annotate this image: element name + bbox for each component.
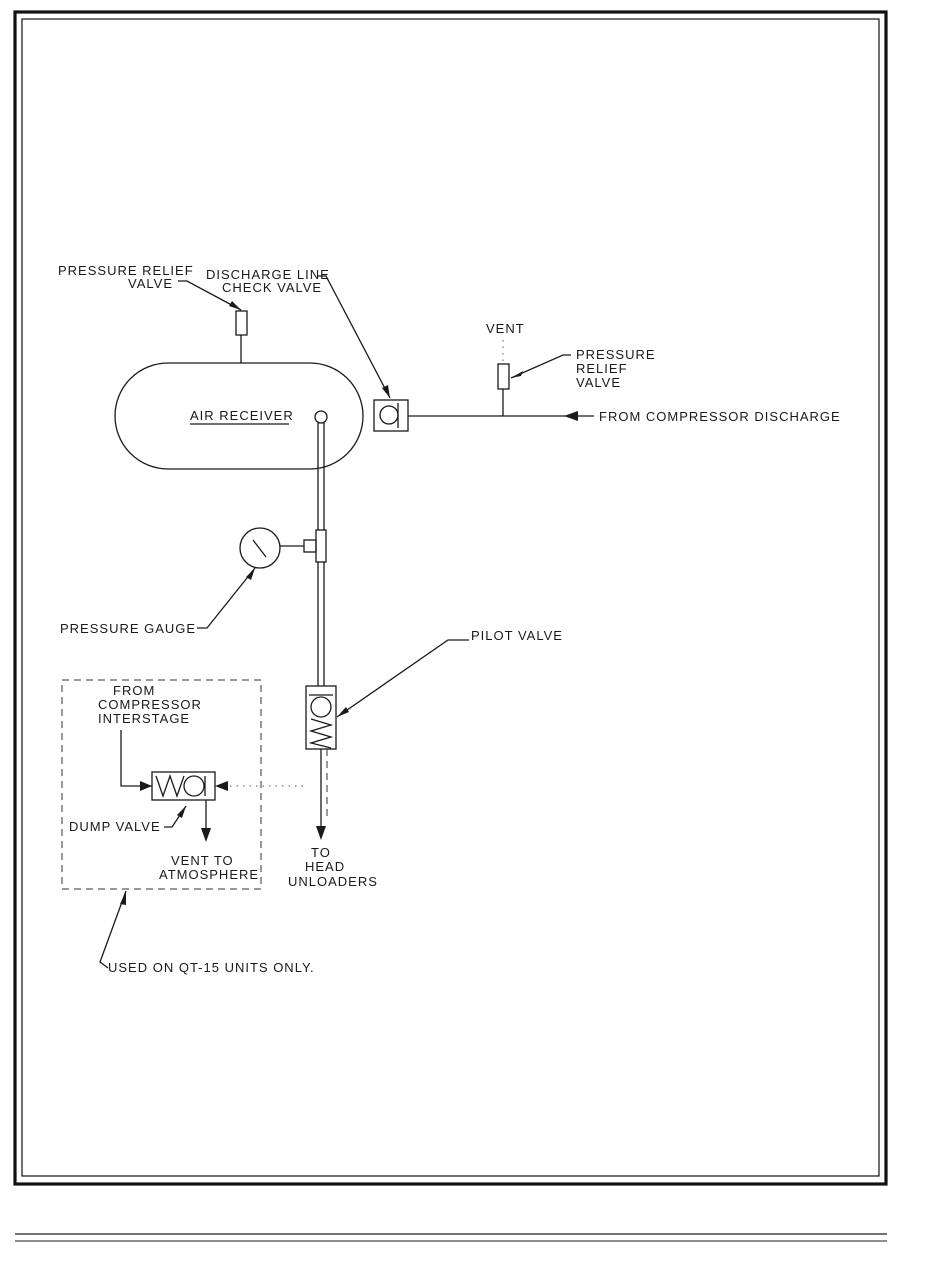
right-relief-leader-arrow bbox=[511, 371, 523, 378]
discharge-check-valve bbox=[374, 400, 408, 431]
to-head-unloaders-line2: HEAD bbox=[305, 859, 345, 874]
dump-valve-leader bbox=[164, 806, 186, 827]
pressure-gauge-label: PRESSURE GAUGE bbox=[60, 621, 196, 636]
dump-valve-leader-arrow bbox=[177, 806, 186, 818]
from-interstage-line3: INTERSTAGE bbox=[98, 711, 190, 726]
pilot-valve-ball bbox=[311, 697, 331, 717]
air-receiver-label: AIR RECEIVER bbox=[190, 408, 294, 423]
from-compressor-discharge-label: FROM COMPRESSOR DISCHARGE bbox=[599, 409, 841, 424]
unloader-arrow bbox=[316, 826, 326, 840]
compressor-discharge-arrow bbox=[564, 411, 578, 421]
pilot-valve-spring bbox=[311, 719, 331, 748]
top-relief-leader-arrow bbox=[229, 301, 241, 310]
receiver-outlet-port bbox=[315, 411, 327, 423]
discharge-check-ball bbox=[380, 406, 398, 424]
to-head-unloaders-line1: TO bbox=[311, 845, 331, 860]
interstage-arrow bbox=[140, 781, 152, 791]
dump-valve-ball bbox=[184, 776, 204, 796]
dump-valve-spring bbox=[156, 776, 184, 796]
top-relief-label-line1: PRESSURE RELIEF bbox=[58, 263, 194, 278]
discharge-check-leader-arrow bbox=[382, 385, 390, 398]
discharge-check-label-line2: CHECK VALVE bbox=[222, 280, 322, 295]
dump-valve-label: DUMP VALVE bbox=[69, 819, 161, 834]
pilot-valve-label: PILOT VALVE bbox=[471, 628, 563, 643]
right-pressure-relief-valve bbox=[498, 364, 509, 389]
vent-to-atmosphere-line2: ATMOSPHERE bbox=[159, 867, 259, 882]
from-interstage-line1: FROM bbox=[113, 683, 155, 698]
vent-label: VENT bbox=[486, 321, 525, 336]
qt15-note-leader-arrow bbox=[120, 891, 126, 905]
inner-frame bbox=[22, 19, 879, 1176]
right-relief-label-line1: PRESSURE bbox=[576, 347, 656, 362]
top-pressure-relief-valve bbox=[236, 311, 247, 335]
top-relief-label-line2: VALVE bbox=[128, 276, 173, 291]
pilot-valve-leader-arrow bbox=[337, 707, 349, 717]
from-interstage-line2: COMPRESSOR bbox=[98, 697, 202, 712]
outer-frame bbox=[15, 12, 886, 1184]
qt15-note-label: USED ON QT-15 UNITS ONLY. bbox=[108, 960, 315, 975]
vent-to-atmosphere-line1: VENT TO bbox=[171, 853, 234, 868]
discharge-check-leader bbox=[318, 276, 390, 398]
right-relief-label-line3: VALVE bbox=[576, 375, 621, 390]
interstage-pipe bbox=[121, 730, 152, 786]
right-relief-label-line2: RELIEF bbox=[576, 361, 628, 376]
gauge-tee-fitting bbox=[316, 530, 326, 562]
pilot-valve-leader bbox=[337, 640, 469, 717]
vent-to-atmosphere-arrow bbox=[201, 828, 211, 842]
pressure-gauge bbox=[240, 528, 280, 568]
gauge-tee-branch bbox=[304, 540, 316, 552]
to-head-unloaders-line3: UNLOADERS bbox=[288, 874, 378, 889]
pilot-signal-arrow bbox=[215, 781, 228, 791]
pressure-gauge-needle bbox=[253, 540, 266, 557]
